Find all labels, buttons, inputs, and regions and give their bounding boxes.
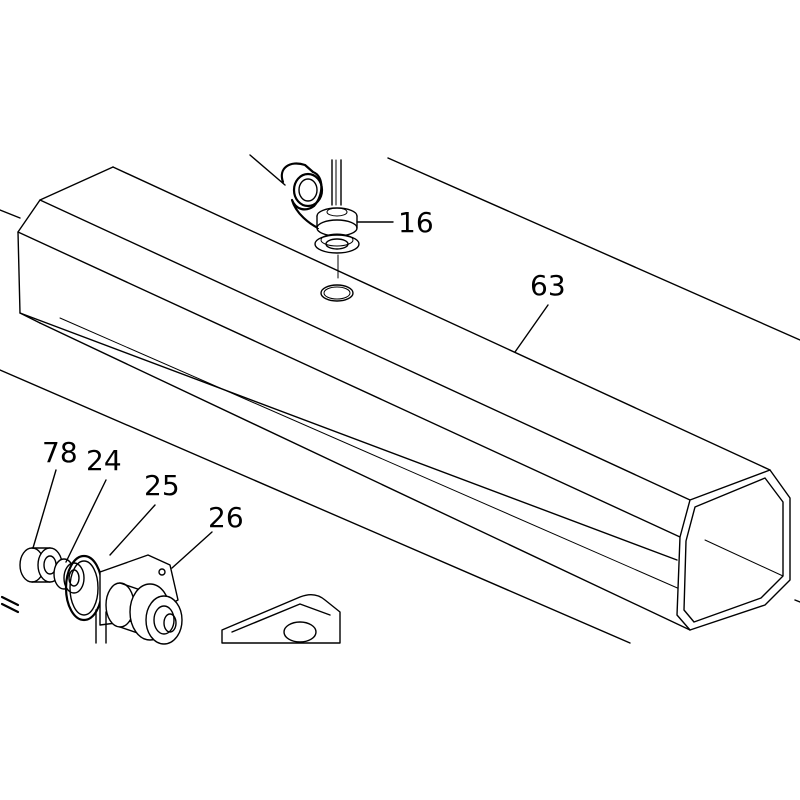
- shaft-assembly: [0, 469, 341, 645]
- leader-63: [514, 304, 549, 353]
- hex-tube-part-63: [17, 166, 791, 631]
- callout-78: 78: [42, 436, 78, 469]
- callout-25: 25: [144, 469, 180, 502]
- callout-16: 16: [398, 206, 434, 239]
- callout-26: 26: [208, 501, 244, 534]
- fastener-part-16: [249, 154, 394, 279]
- frame-lines: [0, 157, 800, 644]
- callout-63: 63: [530, 269, 566, 302]
- callout-24: 24: [86, 444, 122, 477]
